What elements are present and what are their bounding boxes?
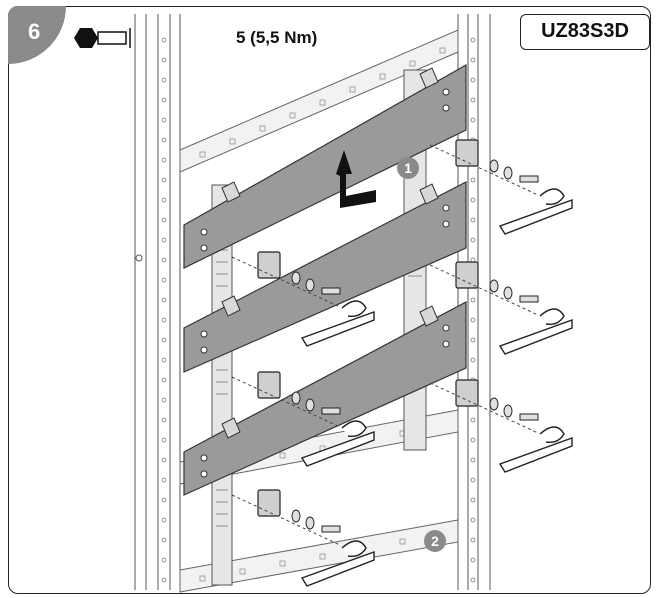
support-brackets (257, 139, 479, 517)
torque-label: 5 (5,5 Nm) (236, 28, 318, 47)
vertical-support-left (211, 184, 233, 586)
left-upright-holes (161, 37, 167, 583)
step-number: 6 (28, 19, 41, 44)
washers-and-screws (291, 159, 539, 533)
busbar-clips (221, 67, 439, 439)
right-upright-holes (470, 37, 476, 583)
right-upright (457, 14, 491, 590)
callout-1: 1 (397, 157, 419, 179)
busbar-top (183, 63, 467, 269)
callout-2: 2 (424, 530, 446, 552)
allen-keys (300, 188, 573, 587)
busbar-bottom (183, 301, 467, 496)
left-upright (134, 14, 181, 590)
hex-socket-icon (74, 28, 131, 48)
hinge-pin (135, 254, 143, 262)
assembly-guides (231, 144, 539, 546)
product-code-box: UZ83S3D (520, 14, 650, 50)
product-code: UZ83S3D (541, 20, 629, 42)
arrow-up-icon (336, 150, 376, 208)
busbar-middle (183, 181, 467, 373)
